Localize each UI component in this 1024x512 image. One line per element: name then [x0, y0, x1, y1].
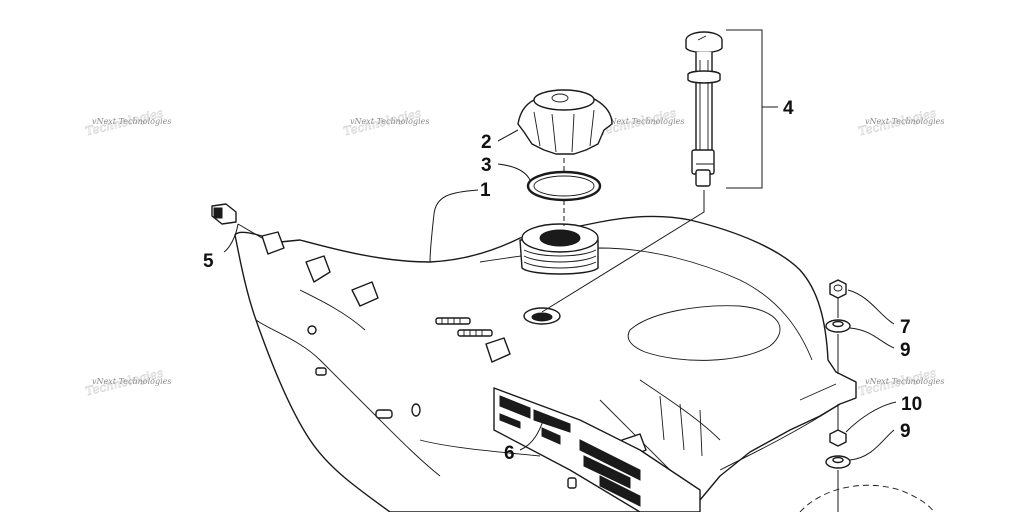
callout-7: 7 [900, 317, 911, 338]
slot [375, 409, 393, 419]
stud [457, 329, 493, 337]
callout-2: 2 [481, 132, 492, 153]
stud [435, 317, 471, 325]
sender-port [523, 307, 561, 325]
hex-nut [829, 429, 847, 447]
mount-tab [305, 255, 331, 283]
callout-4: 4 [783, 98, 794, 119]
fuel-cap [517, 89, 613, 155]
mount-tab [261, 231, 285, 255]
watermark: Technologies vNext Technologies [84, 105, 172, 138]
mount-tab [485, 337, 511, 363]
svg-text:vNext Technologies: vNext Technologies [92, 377, 171, 386]
stud [567, 477, 577, 489]
callout-6: 6 [504, 443, 515, 464]
o-ring-gasket [526, 170, 602, 202]
fuel-tank [234, 215, 857, 512]
callout-9-upper: 9 [900, 340, 911, 361]
tank-decal [493, 387, 701, 512]
rivet [307, 325, 317, 335]
callout-9-lower: 9 [900, 421, 911, 442]
callout-3: 3 [481, 155, 492, 176]
callouts: 1 2 3 4 5 6 7 9 10 9 [203, 98, 922, 464]
svg-text:vNext Technologies: vNext Technologies [865, 377, 944, 386]
callout-5: 5 [203, 251, 214, 272]
watermark: Technologies vNext Technologies [342, 105, 430, 138]
filler-neck [519, 223, 599, 275]
rubber-washer [825, 319, 851, 333]
mount-tab [351, 281, 379, 307]
svg-text:vNext Technologies: vNext Technologies [605, 117, 684, 126]
slot [411, 403, 421, 417]
callout-10: 10 [901, 394, 922, 415]
fuel-sender [685, 31, 723, 187]
callout-1: 1 [480, 180, 491, 201]
frame-edge [799, 484, 935, 512]
svg-text:vNext Technologies: vNext Technologies [865, 117, 944, 126]
rubber-washer [825, 455, 851, 469]
svg-text:vNext Technologies: vNext Technologies [350, 117, 429, 126]
leader-lines [223, 29, 897, 512]
flange-nut [829, 279, 847, 299]
watermark: Technologies vNext Technologies [857, 105, 945, 138]
svg-text:vNext Technologies: vNext Technologies [92, 117, 171, 126]
bracket-clip [211, 203, 237, 225]
stud [315, 367, 327, 376]
watermark: Technologies vNext Technologies [84, 365, 172, 398]
